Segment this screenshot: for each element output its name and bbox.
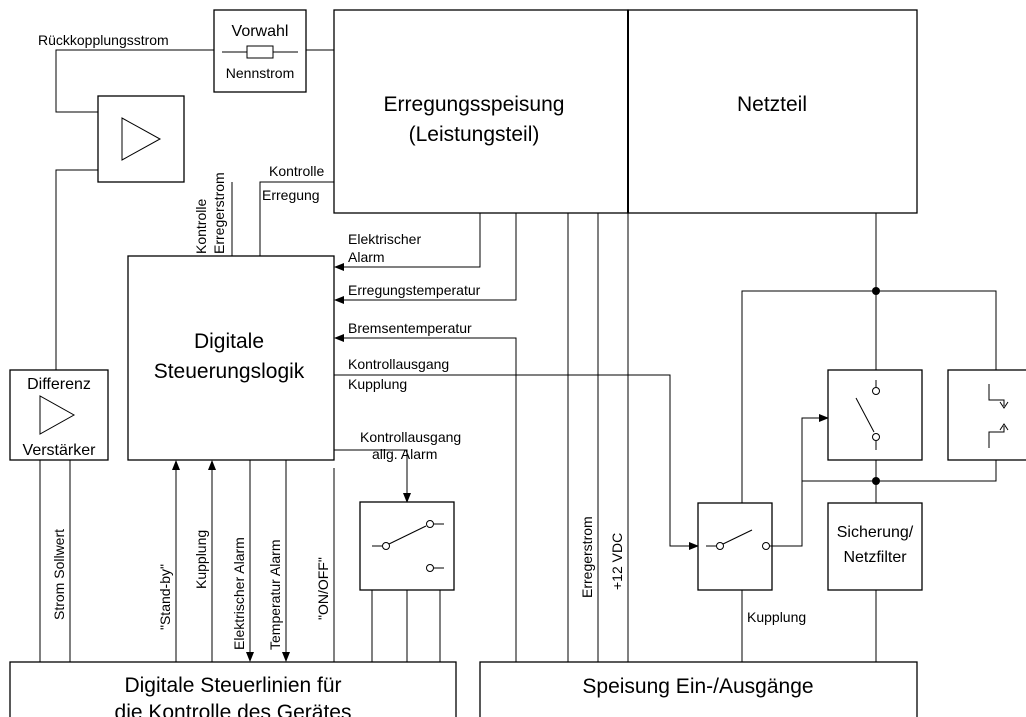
label-kontrolle-erreg-1: Kontrolle bbox=[193, 199, 209, 254]
wire-kontrollausgang-alarm bbox=[334, 449, 411, 503]
steuerlinien-label-2: die Kontrolle des Gerätes bbox=[115, 701, 352, 717]
label-kupplung-bottom: Kupplung bbox=[747, 609, 806, 625]
label-standby: "Stand-by" bbox=[157, 564, 173, 630]
label-kontrollausgang-alarm-1: Kontrollausgang bbox=[360, 429, 461, 445]
junction-bottom bbox=[872, 477, 880, 485]
wire-kontrolle-erregung bbox=[259, 181, 334, 256]
power-switch-box bbox=[827, 369, 923, 461]
wire-bremsentemperatur bbox=[334, 334, 517, 662]
wire-rueckkopplung bbox=[55, 49, 214, 113]
wire-amp-diff bbox=[55, 169, 98, 370]
steuer-title-2: Steuerungslogik bbox=[154, 360, 305, 383]
diff-bottom-label: Verstärker bbox=[23, 442, 97, 459]
label-erregerstrom-v: Erregerstrom bbox=[579, 516, 595, 598]
diff-amplifier-icon bbox=[39, 395, 76, 435]
label-rueckkopplung: Rückkopplungsstrom bbox=[38, 32, 169, 48]
steuerlinien-label-1: Digitale Steuerlinien für bbox=[124, 674, 341, 697]
sicherung-label-2: Netzfilter bbox=[843, 549, 907, 566]
label-elektrischer-2: Alarm bbox=[348, 249, 385, 265]
label-bremsentemperatur: Bremsentemperatur bbox=[348, 320, 472, 336]
power-switch-icon bbox=[855, 380, 880, 450]
speisung-box: Speisung Ein-/Ausgänge bbox=[479, 661, 918, 717]
label-strom-sollwert: Strom Sollwert bbox=[51, 529, 67, 620]
label-kontrollausgang-alarm-2: allg. Alarm bbox=[372, 446, 437, 462]
wire-bus-top bbox=[741, 290, 997, 503]
relay-kupplung-box bbox=[697, 502, 780, 591]
vorwahl-box: Vorwahl Nennstrom bbox=[213, 9, 307, 93]
relay-alarm-switch-icon bbox=[372, 520, 444, 572]
nennstrom-label: Nennstrom bbox=[226, 65, 294, 81]
netzteil-title: Netzteil bbox=[737, 93, 807, 116]
label-elektrischer-alarm-v: Elektrischer Alarm bbox=[231, 537, 247, 650]
terminal-icon bbox=[988, 384, 1009, 448]
junction-top bbox=[872, 287, 880, 295]
differenz-box: Differenz Verstärker bbox=[9, 369, 109, 461]
label-on-off: "ON/OFF" bbox=[315, 557, 331, 620]
label-kupplung-v: Kupplung bbox=[193, 530, 209, 589]
speisung-label: Speisung Ein-/Ausgänge bbox=[582, 675, 813, 698]
amplifier-box bbox=[97, 95, 185, 183]
diff-top-label: Differenz bbox=[27, 376, 91, 393]
label-erregungstemperatur: Erregungstemperatur bbox=[348, 282, 481, 298]
relay-kupplung-switch-icon bbox=[706, 529, 780, 550]
relay-alarm-box bbox=[359, 501, 455, 591]
netzteil-box: Netzteil bbox=[627, 9, 918, 214]
label-kontrolle-erregung-2: Erregung bbox=[262, 187, 320, 203]
steuerlinien-box: Digitale Steuerlinien für die Kontrolle … bbox=[9, 661, 457, 717]
wire-elektrischer-alarm bbox=[334, 213, 481, 271]
erregung-title-1: Erregungsspeisung bbox=[384, 93, 565, 116]
wires bbox=[39, 49, 997, 662]
wire-relay-to-switch bbox=[772, 414, 829, 547]
steuer-title-1: Digitale bbox=[194, 330, 264, 353]
label-kontrolle-erregung-1: Kontrolle bbox=[269, 163, 324, 179]
label-12vdc: +12 VDC bbox=[609, 533, 625, 590]
erregung-title-2: (Leistungsteil) bbox=[409, 123, 540, 146]
label-elektrischer-1: Elektrischer bbox=[348, 231, 421, 247]
right-terminal-box bbox=[947, 369, 1026, 461]
label-kontrollausgang-kupplung-1: Kontrollausgang bbox=[348, 356, 449, 372]
wire-bus-bottom bbox=[802, 460, 997, 482]
wire-kontrollausgang-kupplung bbox=[334, 374, 699, 550]
label-kontrolle-erreg-2: Erregerstrom bbox=[211, 172, 227, 254]
wire-erregungstemperatur bbox=[334, 213, 517, 304]
sicherung-box: Sicherung/ Netzfilter bbox=[827, 502, 923, 591]
steuerungslogik-box: Digitale Steuerungslogik bbox=[127, 255, 335, 461]
erregungsspeisung-box: Erregungsspeisung (Leistungsteil) bbox=[333, 9, 629, 214]
label-kontrollausgang-kupplung-2: Kupplung bbox=[348, 376, 407, 392]
signal-labels: Rückkopplungsstrom Kontrolle Erregerstro… bbox=[38, 32, 806, 650]
vorwahl-label: Vorwahl bbox=[232, 23, 289, 40]
amplifier-icon bbox=[121, 117, 162, 161]
label-temperatur-alarm-v: Temperatur Alarm bbox=[267, 540, 283, 650]
sicherung-label-1: Sicherung/ bbox=[837, 524, 914, 541]
